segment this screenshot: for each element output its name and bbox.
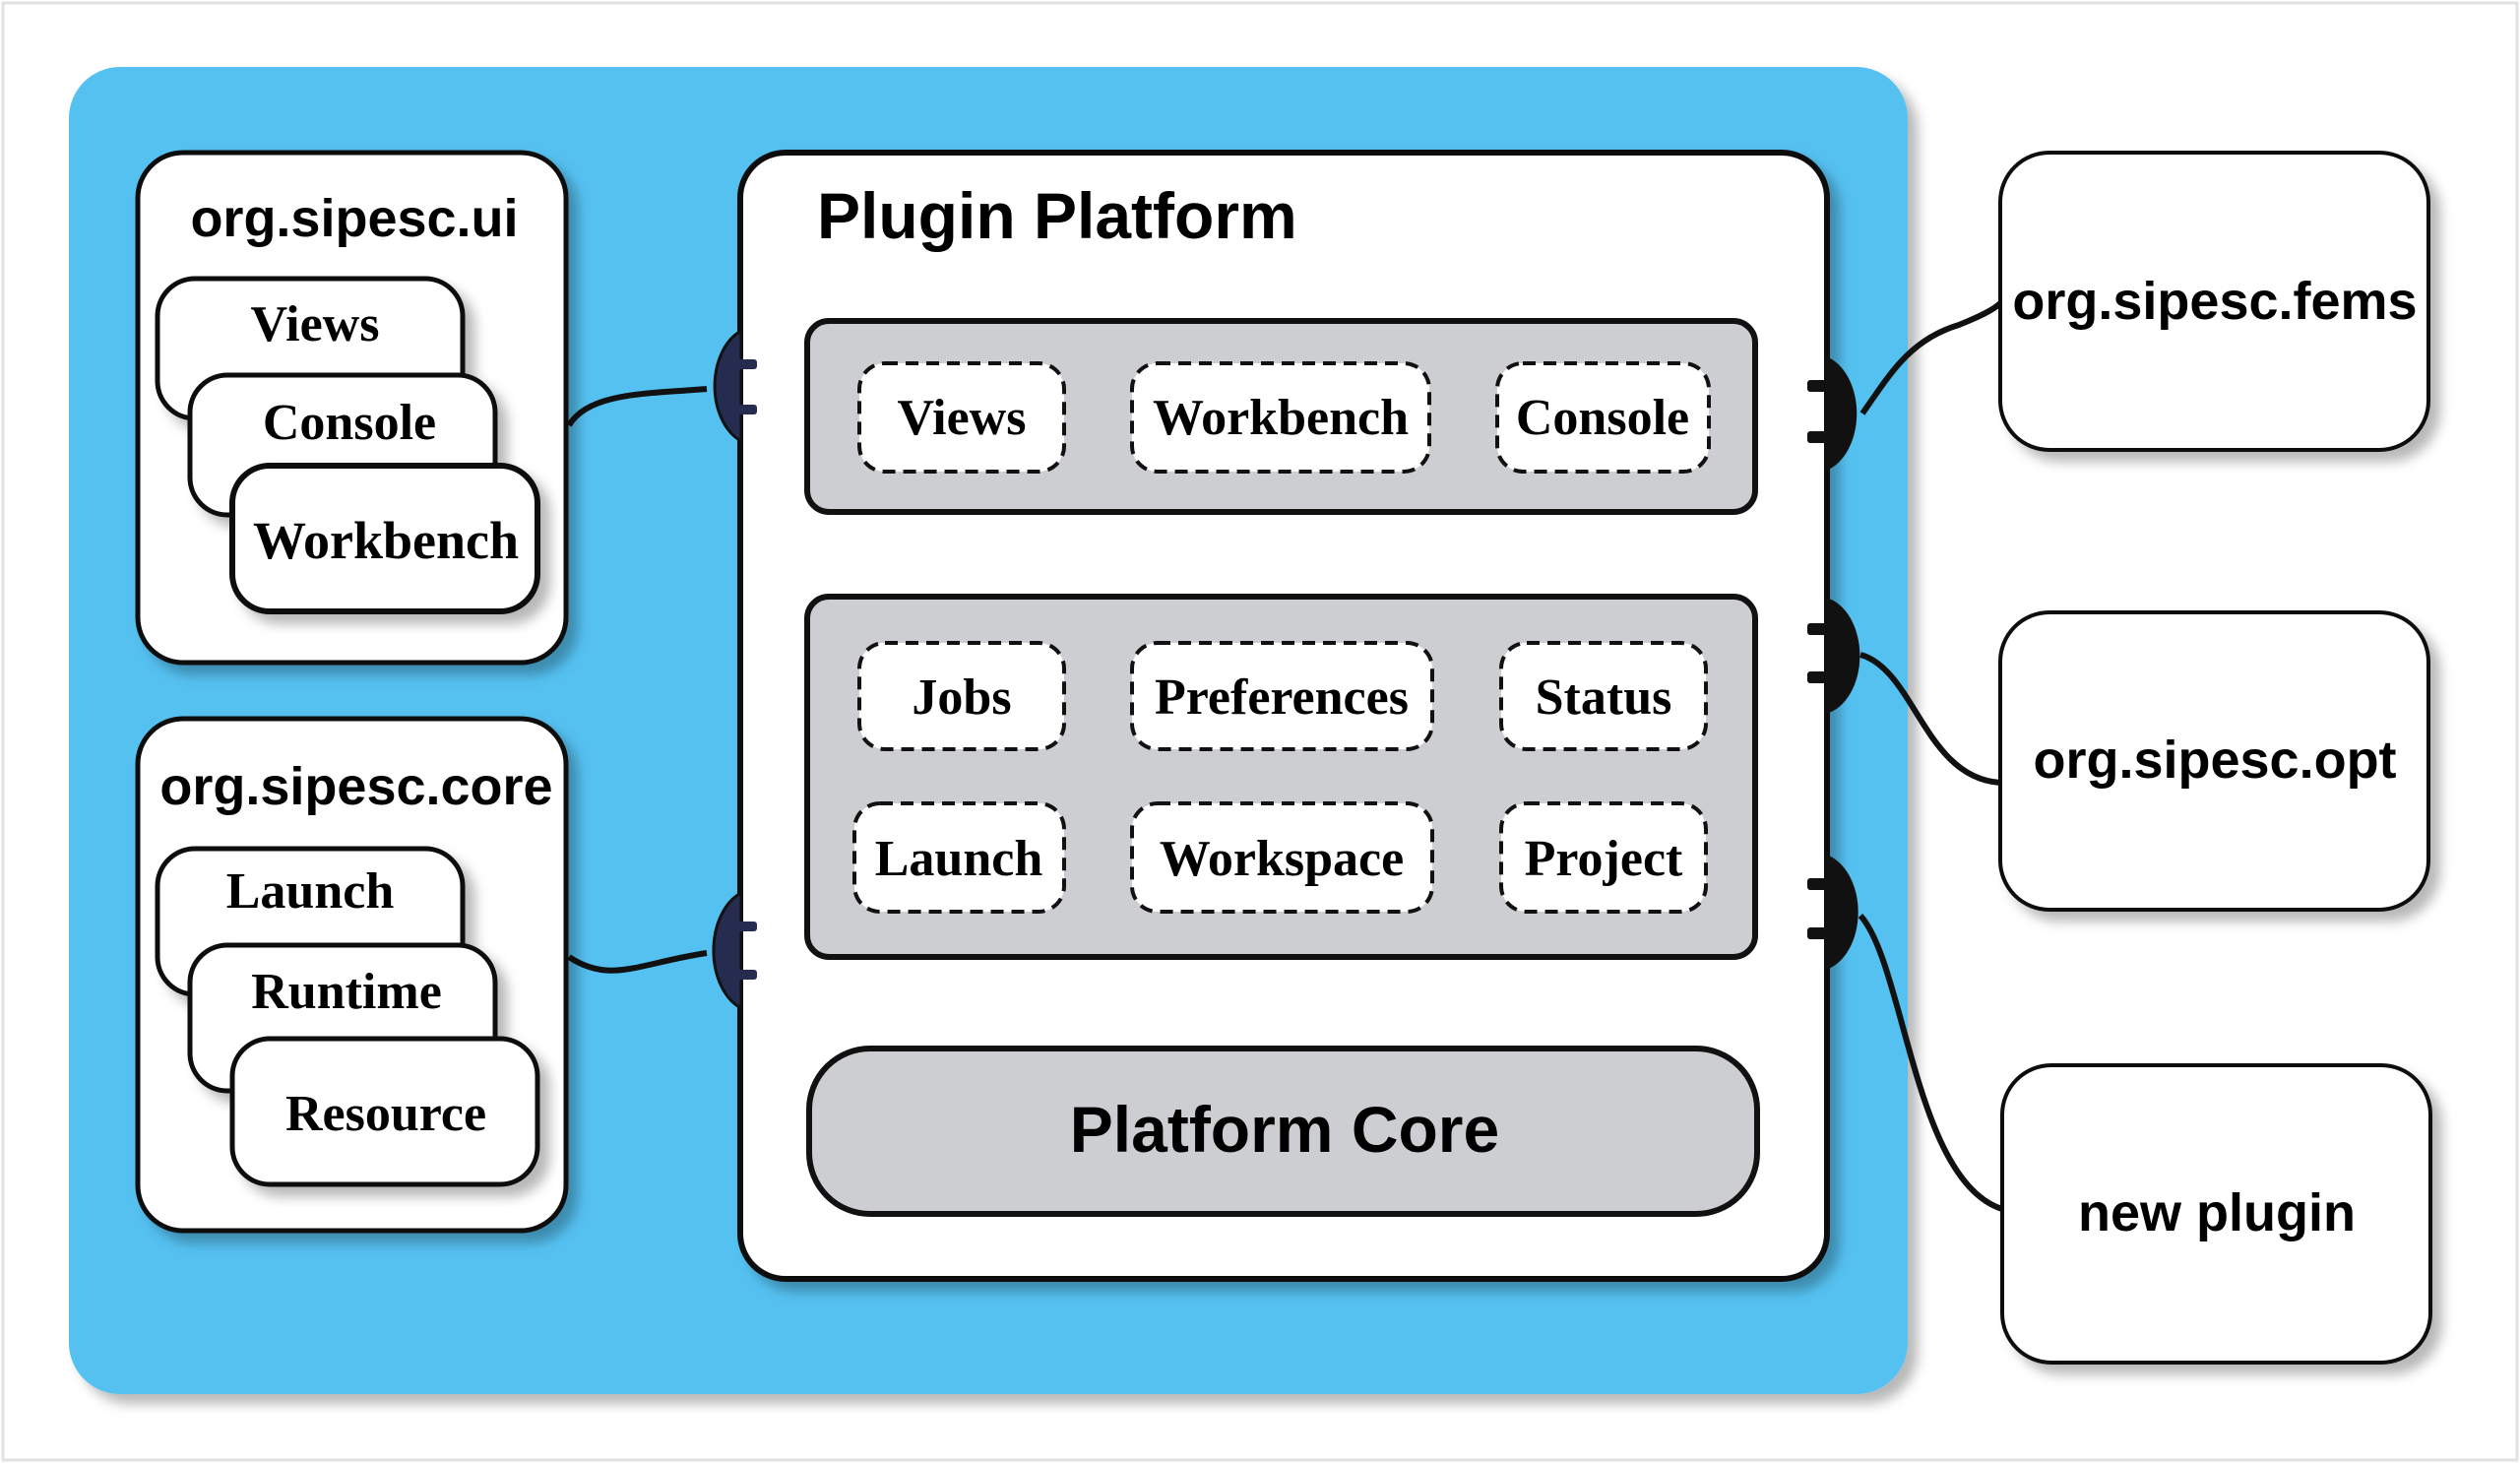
core-card-runtime-label: Runtime bbox=[251, 964, 442, 1020]
service-item-project bbox=[1499, 801, 1708, 914]
core-card-resource-label: Resource bbox=[285, 1086, 486, 1142]
ui-card-workbench bbox=[229, 463, 540, 614]
service-item-status-label: Status bbox=[1536, 669, 1672, 726]
external-plugin-fems bbox=[1998, 151, 2430, 452]
core-card-resource bbox=[229, 1036, 540, 1187]
ui-card-console-label: Console bbox=[263, 395, 436, 451]
service-item-preferences-label: Preferences bbox=[1155, 669, 1409, 726]
external-plugin-opt bbox=[1998, 610, 2430, 912]
plug-right-fems bbox=[1807, 356, 1858, 471]
core-card-launch-label: Launch bbox=[226, 863, 395, 920]
plug-right-new-plugin bbox=[1807, 855, 1858, 970]
external-plugin-fems-label: org.sipesc.fems bbox=[2012, 272, 2417, 331]
plugin-platform-title: Plugin Platform bbox=[817, 179, 1297, 252]
link-platform-to-new-plugin bbox=[1858, 913, 2003, 1212]
link-platform-to-fems bbox=[1859, 300, 2003, 415]
service-item-jobs-label: Jobs bbox=[912, 669, 1011, 726]
service-item-workspace bbox=[1130, 801, 1434, 914]
service-item-preferences bbox=[1130, 641, 1434, 751]
socket-left-lower bbox=[712, 890, 757, 1011]
platform-core-box bbox=[806, 1046, 1760, 1217]
plug-right-opt bbox=[1807, 598, 1860, 714]
ui-plugin-title: org.sipesc.ui bbox=[190, 189, 518, 248]
ui-card-workbench-label: Workbench bbox=[253, 511, 519, 570]
platform-core-label: Platform Core bbox=[1070, 1093, 1499, 1166]
ui-item-console-label: Console bbox=[1516, 390, 1689, 446]
ui-item-workbench-label: Workbench bbox=[1153, 390, 1409, 446]
ui-item-views-label: Views bbox=[898, 390, 1027, 446]
core-plugin-title: org.sipesc.core bbox=[159, 757, 552, 816]
socket-left-upper bbox=[713, 328, 757, 444]
service-item-project-label: Project bbox=[1525, 831, 1683, 887]
service-item-launch bbox=[852, 801, 1066, 914]
service-item-status bbox=[1499, 641, 1708, 751]
ui-item-views bbox=[857, 361, 1066, 474]
ui-item-console bbox=[1495, 361, 1711, 474]
link-core-to-platform bbox=[567, 950, 708, 974]
ui-item-workbench bbox=[1130, 361, 1431, 474]
service-item-launch-label: Launch bbox=[875, 831, 1043, 887]
service-item-jobs bbox=[857, 641, 1066, 751]
link-ui-to-platform bbox=[566, 386, 708, 427]
link-platform-to-opt bbox=[1859, 652, 2001, 786]
service-item-workspace-label: Workspace bbox=[1160, 831, 1404, 887]
external-plugin-new-label: new plugin bbox=[2078, 1183, 2356, 1242]
external-plugin-new bbox=[2000, 1063, 2432, 1365]
ui-card-views-label: Views bbox=[251, 296, 380, 352]
external-plugin-opt-label: org.sipesc.opt bbox=[2033, 731, 2396, 790]
